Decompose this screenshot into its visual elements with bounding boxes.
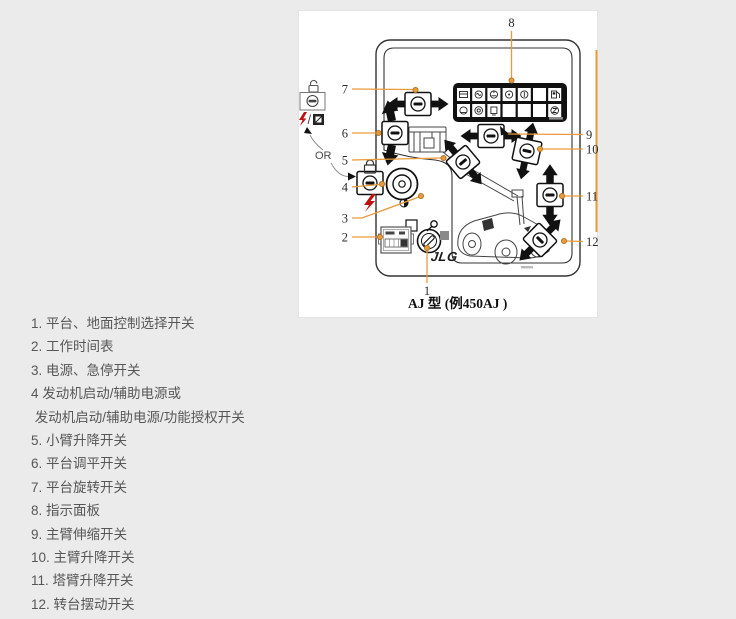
hour-meter <box>378 226 414 254</box>
ground-mode-icon <box>440 231 449 240</box>
indicator-icon-r1c4 <box>505 90 514 99</box>
jlg-logo: JLG <box>430 249 459 264</box>
indicator-icon-r1c2 <box>474 90 483 99</box>
callout-4: 4 <box>342 181 349 195</box>
pointer-arrow-icon <box>500 126 508 136</box>
control-panel-diagram: JLG <box>298 10 598 318</box>
legend-item-4b: 发动机启动/辅助电源/功能授权开关 <box>31 409 245 425</box>
callout-2: 2 <box>342 231 348 245</box>
leader-dots <box>375 77 567 252</box>
indicator-icon-r2c2 <box>474 106 483 115</box>
leader-lines <box>351 31 598 283</box>
selector-switch-icon <box>299 92 326 111</box>
legend-item-7: 7. 平台旋转开关 <box>31 479 128 495</box>
callout-1: 1 <box>424 284 430 298</box>
callout-numbers: 1 2 3 4 5 6 7 8 9 10 11 12 <box>342 16 598 298</box>
key-icon <box>426 220 438 232</box>
indicator-icon-r2c7-hourglass <box>550 106 559 115</box>
indicator-icon-r1c3 <box>489 90 498 99</box>
or-label: OR <box>315 150 332 162</box>
lightning-icon <box>364 194 376 212</box>
function-enable-icon <box>313 114 324 125</box>
legend-item-9: 9. 主臂伸缩开关 <box>31 526 128 542</box>
callout-11: 11 <box>586 190 598 204</box>
callout-6: 6 <box>342 127 348 141</box>
legend-item-4: 4 发动机启动/辅助电源或 <box>31 386 182 402</box>
callout-8: 8 <box>508 16 514 30</box>
callout-7: 7 <box>342 83 348 97</box>
platform-basket <box>408 126 447 153</box>
legend-item-11: 11. 塔臂升降开关 <box>31 573 134 589</box>
legend-item-12: 12. 转台摆动开关 <box>31 596 135 612</box>
legend-item-10: 10. 主臂升降开关 <box>31 549 135 565</box>
or-curve-up <box>309 134 324 151</box>
or-arrow-up <box>304 127 312 134</box>
legend-list: 1. 平台、地面控制选择开关 2. 工作时间表 3. 电源、急停开关 4 发动机… <box>31 312 245 616</box>
indicator-icon-r1c5 <box>520 90 529 99</box>
legend-item-2: 2. 工作时间表 <box>31 339 114 355</box>
legend-item-5: 5. 小臂升降开关 <box>31 432 128 448</box>
or-option-icons: / OR <box>299 79 356 181</box>
indicator-panel <box>453 83 567 122</box>
legend-item-3: 3. 电源、急停开关 <box>31 362 141 378</box>
or-curve-down <box>330 162 349 177</box>
panel-part-number <box>549 117 563 120</box>
diagram-caption: AJ 型 (例450AJ ) <box>408 295 507 311</box>
legend-item-1: 1. 平台、地面控制选择开关 <box>31 316 195 331</box>
indicator-row-2 <box>457 104 562 117</box>
callout-9: 9 <box>586 128 592 142</box>
callout-12: 12 <box>586 235 598 249</box>
slash-separator: / <box>308 112 312 127</box>
indicator-icon-r1c1 <box>459 91 468 98</box>
legend-item-8: 8. 指示面板 <box>31 503 101 519</box>
callout-5: 5 <box>342 154 348 168</box>
indicator-icon-r2c3 <box>490 106 498 116</box>
indicator-icon-r1c7-fuel-pump <box>551 90 560 99</box>
indicator-icon-r2c1 <box>459 106 468 115</box>
lightning-icon-small <box>299 112 307 126</box>
or-arrow-right <box>348 172 356 181</box>
power-emergency-stop-button <box>385 167 419 208</box>
platform-ground-select-switch <box>405 219 449 254</box>
callout-10: 10 <box>586 143 598 157</box>
legend-item-6: 6. 平台调平开关 <box>31 456 128 472</box>
illustration-part-number <box>521 266 533 269</box>
callout-3: 3 <box>342 212 348 226</box>
